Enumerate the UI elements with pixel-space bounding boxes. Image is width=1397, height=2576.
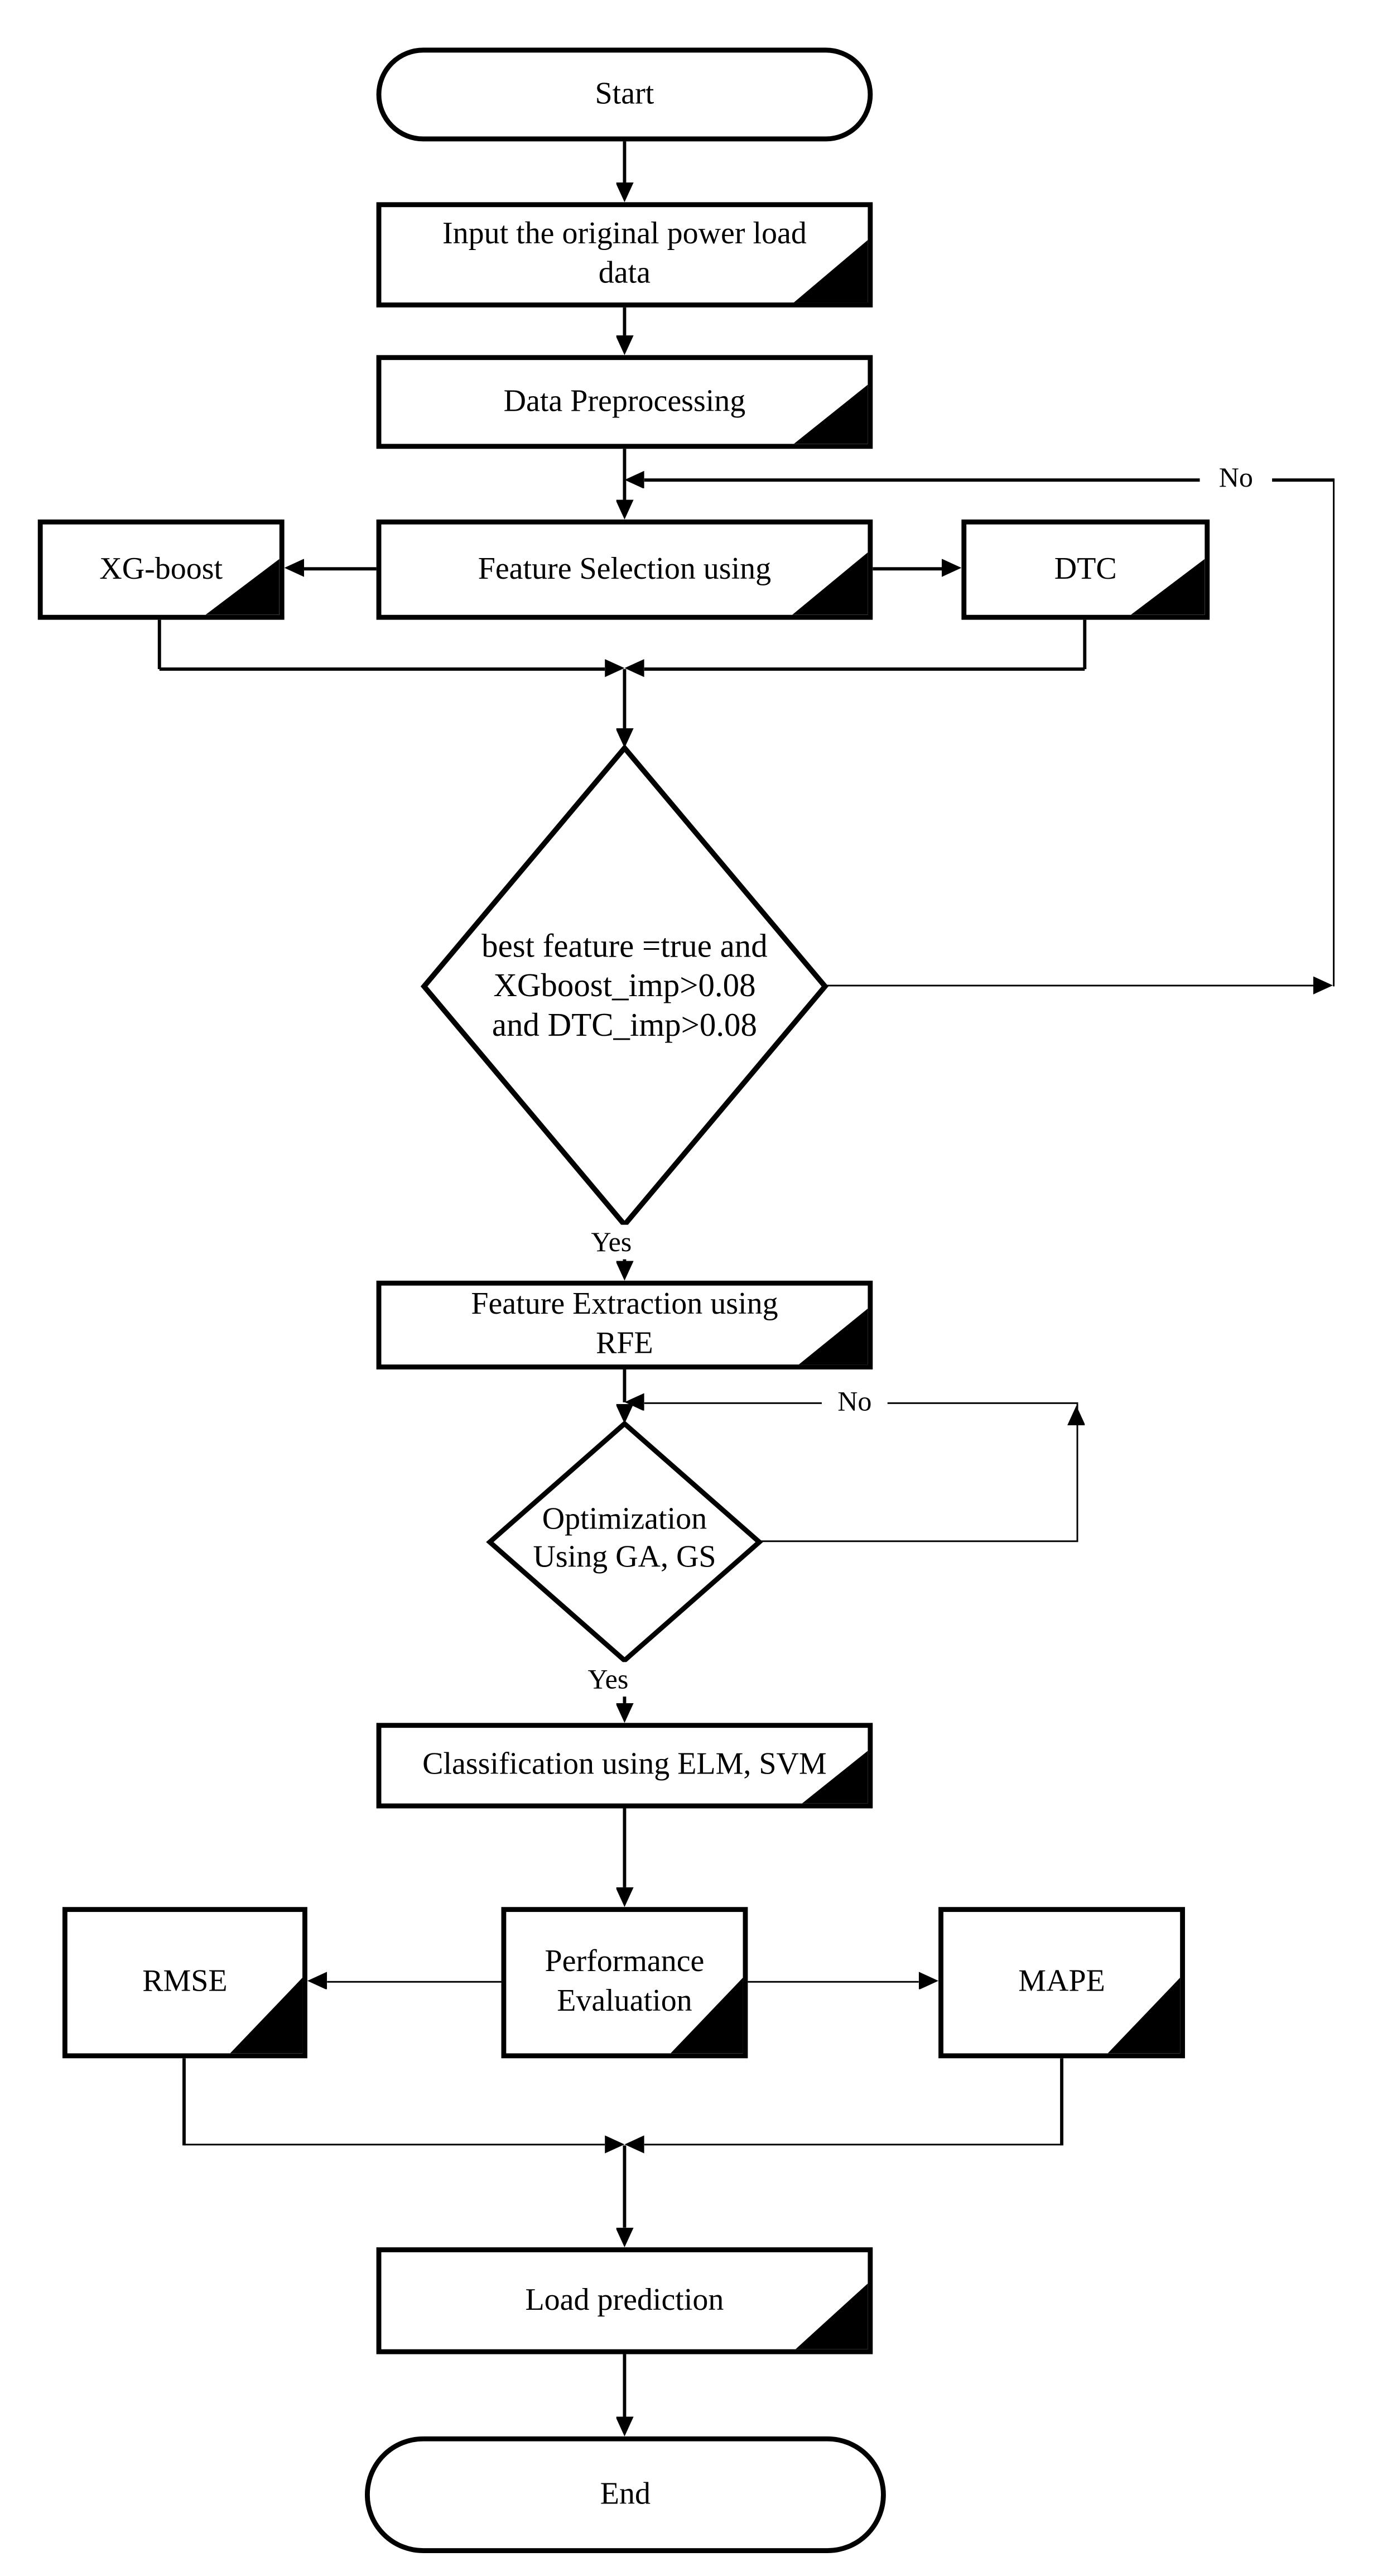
connector-extraction-merge bbox=[623, 1369, 626, 1402]
node-mape-label: MAPE bbox=[1018, 1964, 1105, 2000]
decision-best-feature-line1: best feature =true and bbox=[481, 929, 768, 965]
elbow-dtc-vertical bbox=[1083, 619, 1086, 669]
node-dtc: DTC bbox=[961, 519, 1210, 620]
arrowhead-left-icon bbox=[624, 2135, 644, 2154]
arrowhead-down-icon bbox=[615, 499, 634, 520]
node-rmse: RMSE bbox=[62, 1907, 307, 2059]
node-end-label: End bbox=[600, 2477, 651, 2512]
node-feature-selection-label: Feature Selection using bbox=[478, 551, 772, 587]
small-diamond-exit-right bbox=[759, 1540, 1077, 1542]
node-feature-extraction-line2: RFE bbox=[596, 1327, 653, 1362]
node-feature-extraction-line1: Feature Extraction using bbox=[471, 1287, 778, 1323]
arrowhead-up-icon bbox=[1067, 1405, 1086, 1426]
node-data-preprocessing: Data Preprocessing bbox=[376, 355, 873, 449]
loop-right-rail bbox=[1076, 1404, 1078, 1542]
node-feature-extraction: Feature Extraction using RFE bbox=[376, 1280, 873, 1369]
arrowhead-down-icon bbox=[615, 182, 634, 203]
node-feature-selection: Feature Selection using bbox=[376, 519, 873, 620]
elbow-mape-horizontal bbox=[644, 2144, 1062, 2146]
corner-fold-icon bbox=[795, 2283, 868, 2349]
feedback-right-rail bbox=[1332, 480, 1335, 987]
node-start-label: Start bbox=[595, 76, 654, 112]
decision-best-feature-diamond: best feature =true and XGboost_imp>0.08 … bbox=[417, 742, 831, 1232]
corner-fold-icon bbox=[793, 385, 868, 444]
node-input-label-line1: Input the original power load bbox=[442, 217, 807, 252]
decision-optimization-line1: Optimization bbox=[542, 1502, 707, 1537]
edge-label-yes-top: Yes bbox=[572, 1224, 651, 1260]
decision-optimization-diamond: Optimization Using GA, GS bbox=[483, 1417, 766, 1667]
connector-load-end bbox=[623, 2354, 626, 2417]
node-load-prediction-label: Load prediction bbox=[525, 2282, 724, 2318]
connector-performance-mape bbox=[748, 1981, 919, 1983]
elbow-xgboost-vertical bbox=[158, 619, 161, 669]
node-xgboost: XG-boost bbox=[37, 519, 285, 620]
node-start: Start bbox=[376, 47, 873, 142]
corner-fold-icon bbox=[1130, 559, 1205, 615]
diamond-shape bbox=[420, 744, 829, 1229]
corner-fold-icon bbox=[230, 1977, 303, 2054]
node-xgboost-label: XG-boost bbox=[99, 551, 223, 587]
node-rmse-label: RMSE bbox=[142, 1964, 228, 2000]
node-input-label-line2: data bbox=[598, 256, 651, 291]
arrowhead-down-icon bbox=[615, 1261, 634, 1281]
arrowhead-left-icon bbox=[284, 559, 304, 577]
connector-performance-rmse bbox=[327, 1981, 502, 1983]
arrowhead-right-icon bbox=[605, 659, 625, 677]
arrowhead-down-icon bbox=[615, 1887, 634, 1907]
arrowhead-right-icon bbox=[1313, 976, 1333, 994]
node-performance-evaluation: Performance Evaluation bbox=[501, 1907, 748, 2059]
arrowhead-down-icon bbox=[615, 2416, 634, 2436]
arrowhead-right-icon bbox=[918, 1972, 939, 1990]
elbow-rmse-horizontal bbox=[184, 2144, 605, 2146]
arrowhead-right-icon bbox=[942, 559, 962, 577]
elbow-xgboost-horizontal bbox=[159, 668, 605, 670]
connector-fs-dtc bbox=[873, 568, 942, 570]
connector-classification-performance bbox=[623, 1808, 626, 1887]
node-classification: Classification using ELM, SVM bbox=[376, 1723, 873, 1809]
decision-best-feature-line2: XGboost_imp>0.08 bbox=[493, 968, 756, 1005]
node-performance-line2: Evaluation bbox=[557, 1984, 692, 2019]
node-input-data: Input the original power load data bbox=[376, 202, 873, 307]
node-mape: MAPE bbox=[938, 1907, 1185, 2059]
connector-merge-load bbox=[623, 2145, 626, 2228]
elbow-rmse-vertical bbox=[183, 2058, 185, 2146]
elbow-dtc-horizontal bbox=[644, 668, 1085, 670]
node-load-prediction: Load prediction bbox=[376, 2247, 873, 2354]
edge-label-no-top: No bbox=[1200, 460, 1273, 496]
arrowhead-down-icon bbox=[615, 1703, 634, 1723]
connector-start-input bbox=[623, 141, 626, 184]
elbow-mape-vertical bbox=[1061, 2058, 1063, 2146]
node-data-preprocessing-label: Data Preprocessing bbox=[503, 384, 746, 419]
corner-fold-icon bbox=[1107, 1977, 1181, 2054]
edge-label-yes-bottom: Yes bbox=[569, 1662, 648, 1697]
node-classification-label: Classification using ELM, SVM bbox=[422, 1747, 827, 1782]
diamond-exit-right bbox=[825, 984, 1317, 987]
connector-input-preprocess bbox=[623, 307, 626, 335]
decision-optimization-line2: Using GA, GS bbox=[533, 1540, 716, 1575]
corner-fold-icon bbox=[792, 552, 868, 615]
connector-fs-xgboost bbox=[304, 568, 377, 570]
arrowhead-right-icon bbox=[605, 2135, 625, 2154]
connector-preprocess-merge bbox=[623, 449, 626, 500]
arrowhead-left-icon bbox=[624, 659, 644, 677]
node-end: End bbox=[364, 2436, 886, 2553]
arrowhead-left-icon bbox=[307, 1972, 327, 1990]
feedback-top-horizontal bbox=[644, 479, 1335, 481]
decision-best-feature-line3: and DTC_imp>0.08 bbox=[492, 1007, 758, 1044]
node-performance-line1: Performance bbox=[545, 1945, 705, 1980]
node-dtc-label: DTC bbox=[1054, 551, 1117, 587]
corner-fold-icon bbox=[798, 1308, 868, 1365]
connector-merge-diamond bbox=[623, 669, 626, 729]
arrowhead-down-icon bbox=[615, 2227, 634, 2248]
arrowhead-down-icon bbox=[615, 335, 634, 355]
diamond-shape bbox=[486, 1420, 763, 1664]
arrowhead-left-icon bbox=[624, 470, 644, 489]
edge-label-no-loop: No bbox=[821, 1384, 888, 1420]
